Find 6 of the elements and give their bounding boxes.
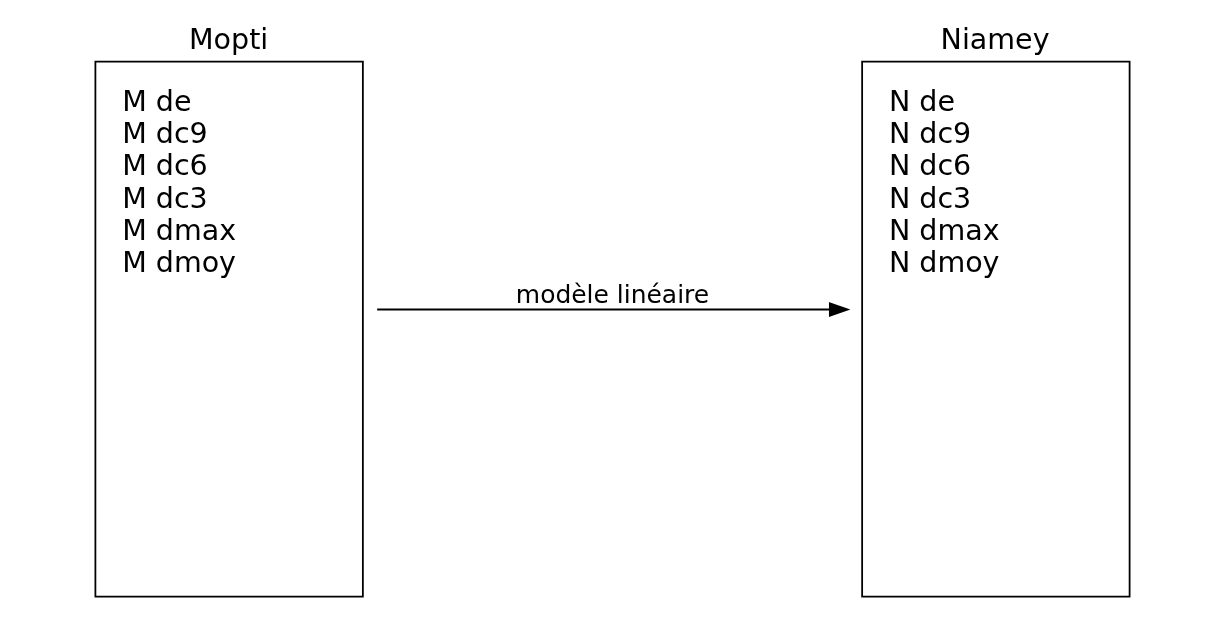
arrow [375,302,850,317]
node-label: Niamey [940,22,1050,56]
node-box: N de N dc9 N dc6 N dc3 N dmax N dmoy [860,60,1130,598]
edge-label: modèle linéaire [515,279,709,309]
node-label: Mopti [188,22,268,56]
node-box: M de M dc9 M dc6 M dc3 M dmax M dmoy [94,60,364,598]
